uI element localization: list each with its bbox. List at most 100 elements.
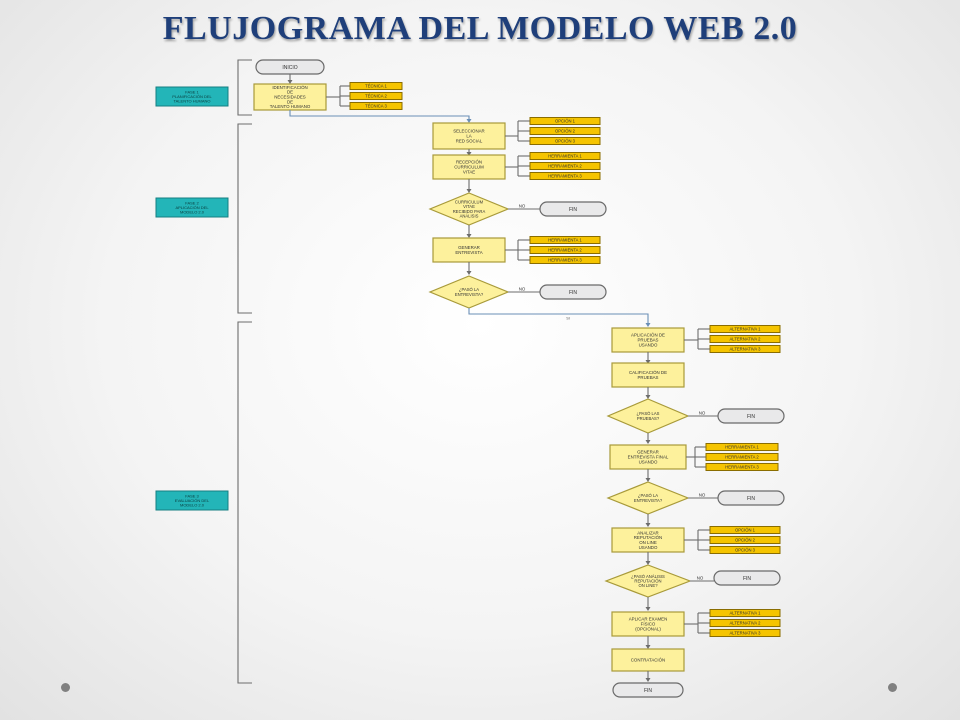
opciones-reputacion-box-1 <box>709 526 781 534</box>
alternativas-pruebas-box-2 <box>709 335 781 343</box>
herramientas-final-label-3: HERRAMIENTA 3 <box>725 464 759 469</box>
phase-1-bracket <box>237 59 252 116</box>
herramientas-cv-box-2 <box>529 162 601 170</box>
flow-d2-p5 <box>468 308 649 324</box>
tecnicas-box-2 <box>349 92 403 100</box>
herramientas-cv-label-3: HERRAMIENTA 3 <box>548 173 582 178</box>
fin-terminator-1-label: FIN <box>569 207 577 213</box>
fin-terminator-3-label: FIN <box>747 414 755 420</box>
right-bullet-dot <box>888 683 897 692</box>
herramientas-cv-box-1 <box>529 152 601 160</box>
herramientas-entrevista-box-3 <box>529 256 601 264</box>
alternativas-examen-label-1: ALTERNATIVA 1 <box>730 610 762 615</box>
phase-1-box <box>155 86 229 107</box>
tecnicas-label-3: TÉCNICA 3 <box>365 103 387 108</box>
opciones-red-label-2: OPCIÓN 2 <box>555 128 576 133</box>
left-bullet-dot <box>61 683 70 692</box>
arrow-p1-p2 <box>466 119 472 123</box>
fin-terminator-5-label: FIN <box>743 576 751 582</box>
tecnicas-label-2: TÉCNICA 2 <box>365 93 387 98</box>
alternativas-pruebas-label-1: ALTERNATIVA 1 <box>730 326 762 331</box>
opciones-red-box-3 <box>529 137 601 145</box>
end-terminator-label: FIN <box>644 688 652 694</box>
arrow-p2-p3 <box>466 152 472 156</box>
arrow-d5-p9 <box>645 607 651 611</box>
arrow-p4-d2 <box>466 271 472 275</box>
herramientas-entrevista-label-3: HERRAMIENTA 3 <box>548 257 582 262</box>
alternativas-pruebas-label-2: ALTERNATIVA 2 <box>730 336 762 341</box>
alternativas-examen-label-3: ALTERNATIVA 3 <box>730 630 762 635</box>
alternativas-pruebas-box-3 <box>709 345 781 353</box>
no-label-2: NO <box>519 287 526 292</box>
arrow-p3-d1 <box>466 189 472 193</box>
fin-terminator-3-shape <box>717 408 785 424</box>
fin-terminator-2-shape <box>539 284 607 300</box>
no-label-4: NO <box>699 493 706 498</box>
no-label-1: NO <box>519 204 526 209</box>
phase-3-box <box>155 490 229 511</box>
alternativas-examen-box-1 <box>709 609 781 617</box>
opciones-reputacion-label-3: OPCIÓN 3 <box>735 547 756 552</box>
no-label-5: NO <box>697 576 704 581</box>
opciones-reputacion-label-1: OPCIÓN 1 <box>735 527 756 532</box>
arrow-p5-p6 <box>645 360 651 364</box>
herramientas-final-box-2 <box>705 453 779 461</box>
opciones-reputacion-box-2 <box>709 536 781 544</box>
arrow-start-p1 <box>287 80 293 84</box>
alternativas-pruebas-label-3: ALTERNATIVA 3 <box>730 346 762 351</box>
opciones-reputacion-label-2: OPCIÓN 2 <box>735 537 756 542</box>
fin-terminator-1-shape <box>539 201 607 217</box>
herramientas-final-box-3 <box>705 463 779 471</box>
tecnicas-label-1: TÉCNICA 1 <box>365 83 387 88</box>
opciones-red-label-1: OPCIÓN 1 <box>555 118 576 123</box>
start-terminator-label: INICIO <box>282 65 297 71</box>
herramientas-final-box-1 <box>705 443 779 451</box>
process-entrevista-box <box>432 237 506 263</box>
herramientas-cv-box-3 <box>529 172 601 180</box>
herramientas-entrevista-label-1: HERRAMIENTA 1 <box>548 237 582 242</box>
herramientas-entrevista-box-1 <box>529 236 601 244</box>
si-label: SI <box>566 316 570 320</box>
tecnicas-box-3 <box>349 102 403 110</box>
arrow-p6-d3 <box>645 395 651 399</box>
phase-3-bracket <box>237 321 252 684</box>
opciones-red-box-1 <box>529 117 601 125</box>
fin-terminator-4-shape <box>717 490 785 506</box>
arrow-d4-p8 <box>645 523 651 527</box>
no-label-3: NO <box>699 411 706 416</box>
process-reputacion-box <box>611 527 685 553</box>
herramientas-entrevista-label-2: HERRAMIENTA 2 <box>548 247 582 252</box>
herramientas-cv-label-1: HERRAMIENTA 1 <box>548 153 582 158</box>
opciones-reputacion-box-3 <box>709 546 781 554</box>
end-terminator-shape <box>612 682 684 698</box>
herramientas-final-label-1: HERRAMIENTA 1 <box>725 444 759 449</box>
alternativas-pruebas-box-1 <box>709 325 781 333</box>
herramientas-final-label-2: HERRAMIENTA 2 <box>725 454 759 459</box>
herramientas-entrevista-box-2 <box>529 246 601 254</box>
tecnicas-box-1 <box>349 82 403 90</box>
herramientas-cv-label-2: HERRAMIENTA 2 <box>548 163 582 168</box>
fin-terminator-2-label: FIN <box>569 290 577 296</box>
fin-terminator-5-shape <box>713 570 781 586</box>
opciones-red-label-3: OPCIÓN 3 <box>555 138 576 143</box>
arrow-d1-p4 <box>466 234 472 238</box>
arrow-d3-p7 <box>645 440 651 444</box>
arrow-p9-p10 <box>645 645 651 649</box>
alternativas-examen-box-3 <box>709 629 781 637</box>
